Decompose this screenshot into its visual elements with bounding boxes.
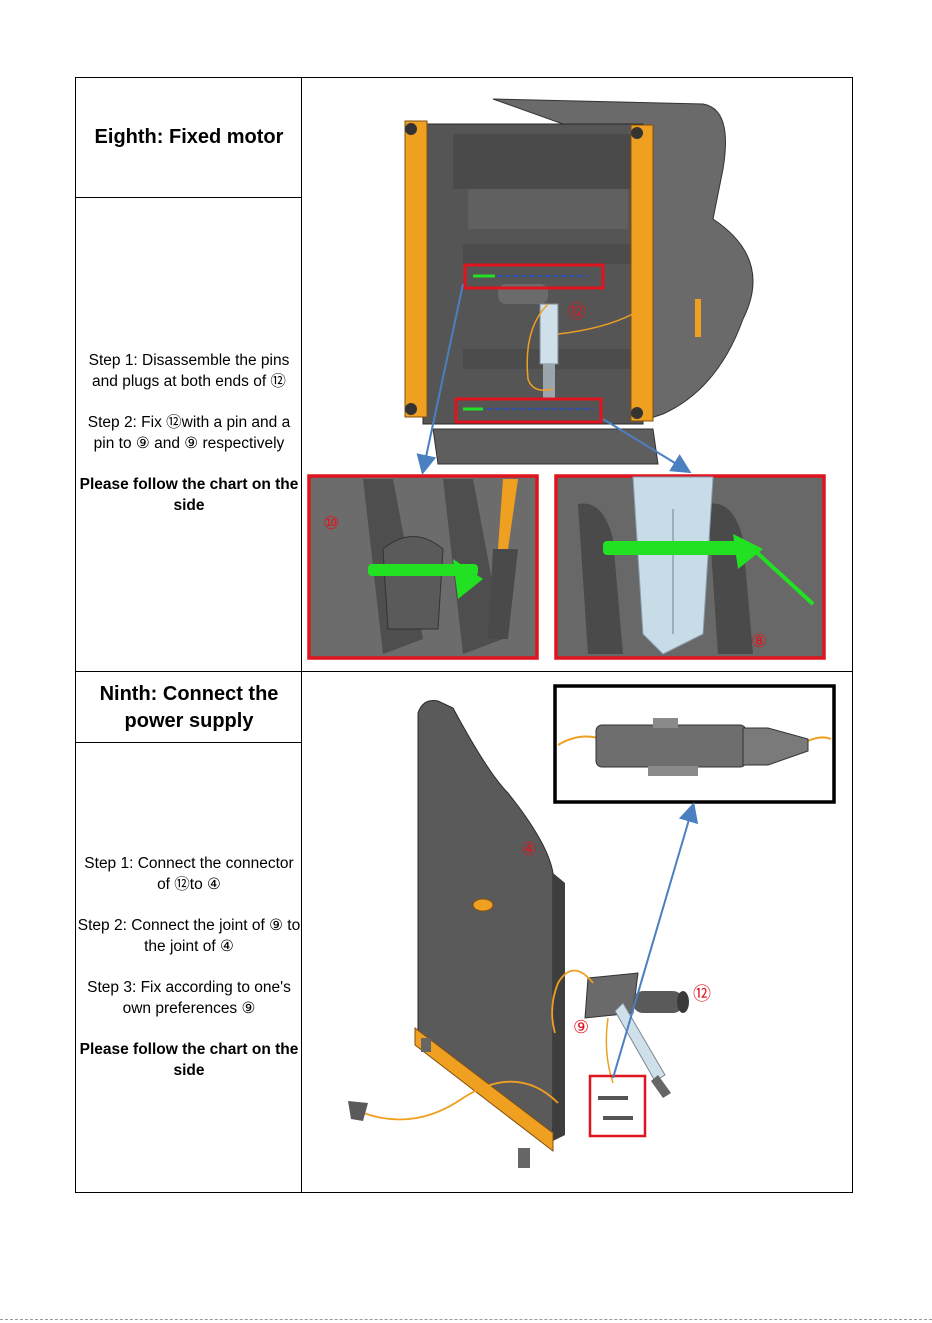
table-column-divider [301,77,302,1193]
section8-step2: Step 2: Fix ⑫with a pin and a pin to ⑨ a… [87,414,291,452]
section9-step1: Step 1: Connect the connector of ⑫to ④ [84,855,294,893]
section9-step3: Step 3: Fix according to one's own prefe… [87,979,291,1017]
section9-step2: Step 2: Connect the joint of ⑨ to the jo… [77,917,301,955]
fixed-motor-illustration: ⑫ ⑩ ⑧ [307,98,826,660]
callout-left-detail: ⑩ [323,513,339,534]
section8-steps: Step 1: Disassemble the pins and plugs a… [78,350,300,536]
section-divider [75,671,853,672]
section8-title: Eighth: Fixed motor [94,126,284,148]
instruction-table [75,77,853,1193]
section8-note: Please follow the chart on the side [79,476,299,514]
callout-motor-8: ⑫ [568,302,586,323]
section9-steps: Step 1: Connect the connector of ⑫to ④ S… [76,853,302,1101]
callout-panel: ④ [521,839,537,860]
section9-note: Please follow the chart on the side [79,1041,299,1079]
left-pin-detail: ⑩ [307,474,539,660]
callout-motor-9: ⑫ [693,984,711,1005]
title-divider-8 [75,197,302,198]
page-bottom-rule [0,1319,932,1320]
title-divider-9 [75,742,302,743]
section9-title: Ninth: Connect the power supply [99,683,279,732]
section8-step1: Step 1: Disassemble the pins and plugs a… [88,352,290,390]
connector-zoom-inset [553,684,836,804]
power-supply-illustration: ④ ⑫ ⑨ [348,684,836,1168]
callout-right-detail: ⑧ [751,631,767,652]
right-pin-detail: ⑧ [554,474,826,660]
callout-control: ⑨ [573,1017,589,1038]
